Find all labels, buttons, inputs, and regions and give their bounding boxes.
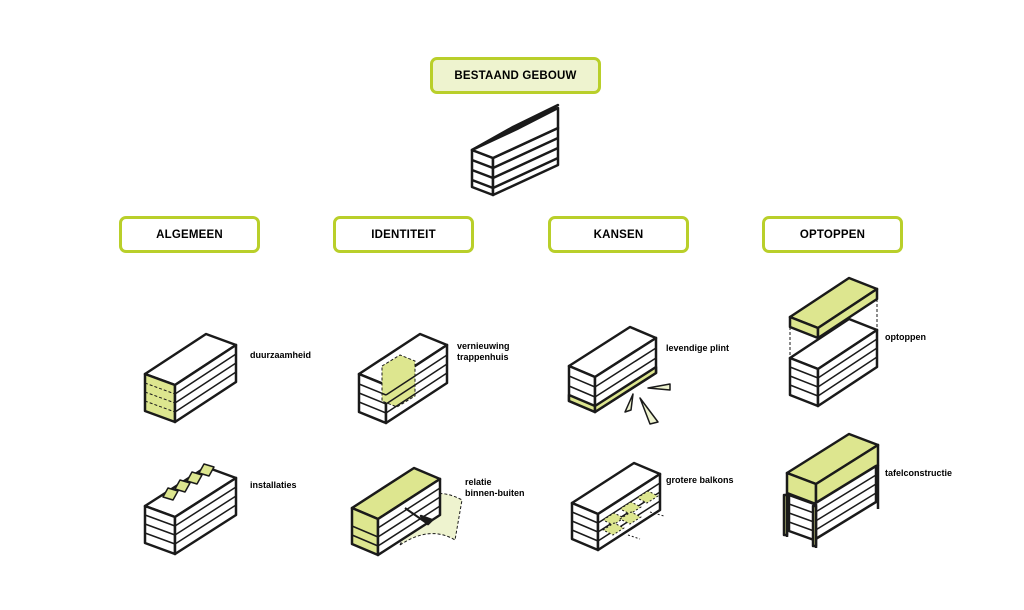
existing-building-block <box>470 103 560 197</box>
relatie-binnen-buiten-block <box>350 466 463 557</box>
item-label-levendige-plint: levendige plint <box>666 343 730 353</box>
category-optoppen: OPTOPPEN <box>762 216 903 253</box>
grotere-balkons-block <box>570 461 665 552</box>
category-algemeen: ALGEMEEN <box>119 216 260 253</box>
item-label-duurzaamheid: duurzaamheid <box>250 350 312 360</box>
title-label: BESTAAND GEBOUW <box>454 69 577 82</box>
trappenhuis-block <box>357 332 449 425</box>
item-label-installaties: installaties <box>250 480 297 490</box>
category-label: ALGEMEEN <box>156 228 223 241</box>
duurzaamheid-block <box>143 332 238 424</box>
item-label-grotere-balkons: grotere balkons <box>666 475 734 485</box>
levendige-plint-block <box>567 325 671 425</box>
category-label: OPTOPPEN <box>799 228 866 241</box>
tafelconstructie-block <box>782 432 880 548</box>
item-label-optoppen: optoppen <box>885 332 926 342</box>
item-label-tafelconstructie: tafelconstructie <box>885 468 953 478</box>
category-identiteit: IDENTITEIT <box>333 216 474 253</box>
item-label-relatie-binnen-buiten: relatie binnen-buiten <box>465 477 525 498</box>
title-box: BESTAAND GEBOUW <box>430 57 601 94</box>
item-label-vernieuwing-trappenhuis: vernieuwing trappenhuis <box>457 341 510 362</box>
installaties-block <box>143 463 238 556</box>
optoppen-block <box>788 276 879 408</box>
category-kansen: KANSEN <box>548 216 689 253</box>
category-label: KANSEN <box>593 228 644 241</box>
category-label: IDENTITEIT <box>371 228 436 241</box>
